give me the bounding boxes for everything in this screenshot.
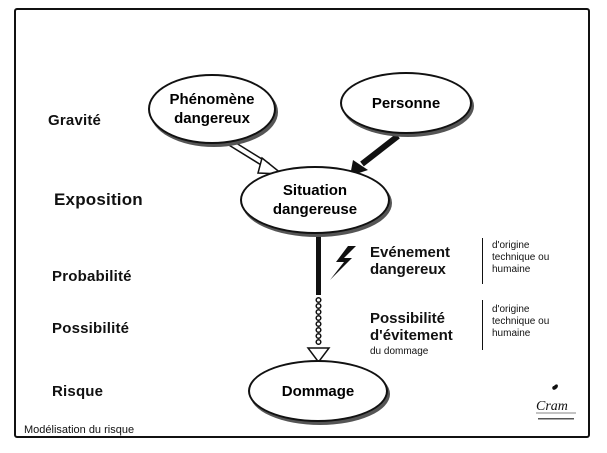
label-possibilite: Possibilité: [52, 320, 130, 337]
avoidance-origin-note: d'origine technique ou humaine: [492, 304, 549, 340]
node-situation-line2: dangereuse: [272, 201, 358, 218]
event-note-line2: technique ou: [492, 252, 550, 263]
avoidance-note-line3: humaine: [492, 328, 531, 339]
slide-frame: [14, 8, 590, 438]
avoidance-label: Possibilité d'évitement: [370, 310, 453, 344]
avoidance-line1: Possibilité: [370, 310, 446, 327]
event-note-line3: humaine: [492, 264, 531, 275]
avoidance-divider: [482, 300, 483, 350]
node-phenomene-line1: Phénomène: [169, 91, 255, 108]
node-phenomene-dangereux: Phénomène dangereux: [148, 74, 276, 144]
node-dommage-label: Dommage: [281, 382, 355, 400]
lightning-icon: [330, 246, 356, 280]
node-situation-dangereuse: Situation dangereuse: [240, 166, 390, 234]
event-origin-note: d'origine technique ou humaine: [492, 240, 549, 276]
event-label: Evénement dangereux: [370, 244, 450, 278]
event-line2: dangereux: [370, 261, 446, 278]
svg-text:Cram: Cram: [536, 399, 568, 414]
node-personne: Personne: [340, 72, 472, 134]
footer-caption: Modélisation du risque: [24, 424, 135, 436]
label-risque: Risque: [52, 383, 104, 400]
event-divider: [482, 238, 483, 284]
node-personne-label: Personne: [371, 94, 441, 112]
node-situation-line1: Situation: [282, 182, 348, 199]
avoidance-note-line1: d'origine: [492, 304, 530, 315]
arrow-phenomene-to-situation: [224, 137, 285, 175]
avoidance-note-line2: technique ou: [492, 316, 550, 327]
arrow-personne-to-situation: [350, 133, 400, 176]
label-probabilite: Probabilité: [52, 268, 132, 285]
label-exposition: Exposition: [54, 190, 143, 209]
avoidance-line2: d'évitement: [370, 327, 453, 344]
avoidance-sub: du dommage: [370, 346, 429, 357]
cram-logo: Cram: [532, 382, 580, 428]
label-gravite: Gravité: [48, 112, 102, 129]
event-line1: Evénement: [370, 244, 451, 261]
node-phenomene-line2: dangereux: [174, 110, 250, 127]
node-dommage: Dommage: [248, 360, 388, 422]
arrow-situation-to-dommage: [306, 230, 331, 364]
event-note-line1: d'origine: [492, 240, 530, 251]
